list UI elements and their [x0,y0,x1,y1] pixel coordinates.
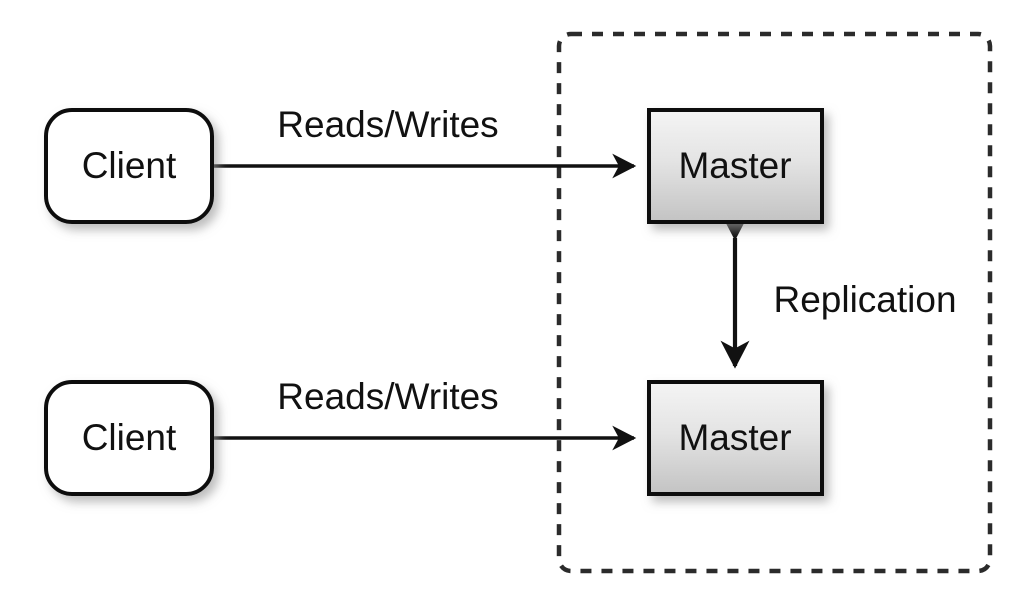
database-cluster-boundary [556,31,993,574]
node-master-bottom[interactable]: Master [647,380,824,496]
client-bottom-box[interactable] [44,380,214,496]
master-bottom-label: Master [678,417,791,458]
client-top-box[interactable] [44,108,214,224]
client-top-label: Client [82,145,177,186]
node-master-top[interactable]: Master [647,108,824,224]
master-top-box[interactable] [647,108,824,224]
node-client-top[interactable]: Client [44,108,214,224]
master-bottom-box[interactable] [647,380,824,496]
client-bottom-label: Client [82,417,177,458]
edge-label-reads-writes-top: Reads/Writes [277,104,498,145]
master-top-label: Master [678,145,791,186]
edge-label-replication: Replication [773,279,956,320]
edge-label-reads-writes-bottom: Reads/Writes [277,376,498,417]
node-client-bottom[interactable]: Client [44,380,214,496]
